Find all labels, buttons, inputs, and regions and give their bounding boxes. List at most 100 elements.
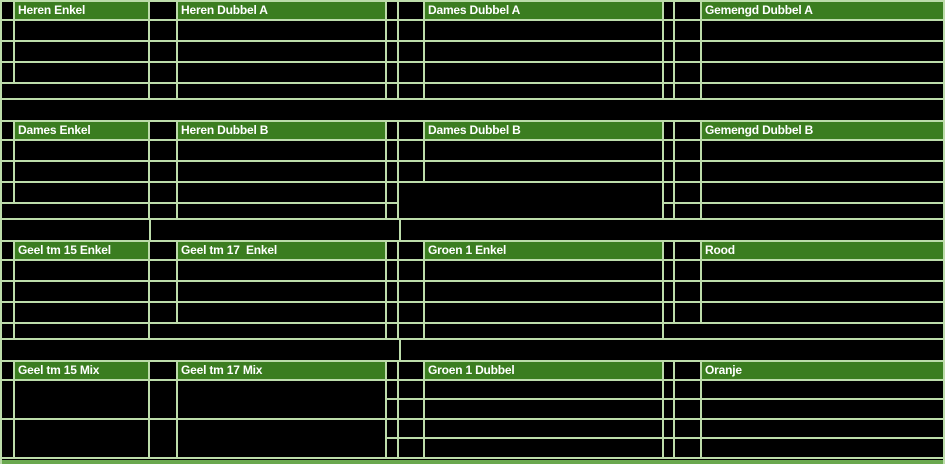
header-dames-enkel[interactable]: Dames Enkel [15,121,148,139]
seed-cell[interactable] [675,140,700,160]
entry-cell[interactable] [425,21,662,40]
spacer-cell[interactable] [387,381,397,399]
entry-cell[interactable] [178,21,385,40]
entry-cell[interactable] [702,261,943,281]
entry-cell[interactable] [425,140,662,160]
header-gemengd-dubbel-a[interactable]: Gemengd Dubbel A [702,2,943,19]
spacer-cell[interactable] [664,2,673,19]
entry-cell[interactable] [178,84,385,98]
seed-cell[interactable] [2,21,13,40]
spacer-cell[interactable] [664,121,673,139]
seed-cell[interactable] [675,182,700,202]
header-dames-dubbel-b[interactable]: Dames Dubbel B [425,121,662,139]
seed-cell[interactable] [399,439,423,458]
entry-cell[interactable] [702,420,943,438]
seed-cell[interactable] [150,121,176,139]
header-geel-tm15-enkel[interactable]: Geel tm 15 Enkel [15,242,148,260]
header-heren-enkel[interactable]: Heren Enkel [15,2,148,19]
header-heren-dubbel-b[interactable]: Heren Dubbel B [178,121,385,139]
seed-cell[interactable] [150,362,176,380]
entry-cell[interactable] [178,381,385,419]
seed-cell[interactable] [150,303,176,323]
seed-cell[interactable] [2,261,13,281]
entry-cell[interactable] [425,303,662,323]
seed-cell[interactable] [2,2,13,19]
spacer-cell[interactable] [387,439,397,458]
seed-cell[interactable] [399,161,423,181]
header-gemengd-dubbel-b[interactable]: Gemengd Dubbel B [702,121,943,139]
seed-cell[interactable] [399,324,423,339]
entry-cell[interactable] [425,324,662,339]
spacer-cell[interactable] [387,303,397,323]
entry-cell[interactable] [702,63,943,82]
seed-cell[interactable] [675,400,700,419]
seed-cell[interactable] [675,84,700,98]
entry-cell[interactable] [15,282,148,302]
entry-cell[interactable] [15,324,148,339]
spacer-cell[interactable] [664,63,673,82]
entry-cell[interactable] [425,261,662,281]
seed-cell[interactable] [675,2,700,19]
seed-cell[interactable] [399,21,423,40]
seed-cell[interactable] [675,21,700,40]
seed-cell[interactable] [675,161,700,181]
seed-cell[interactable] [150,140,176,160]
seed-cell[interactable] [2,282,13,302]
entry-cell[interactable] [702,381,943,399]
seed-cell[interactable] [399,121,423,139]
seed-cell[interactable] [399,282,423,302]
seed-cell[interactable] [150,161,176,181]
entry-cell[interactable] [15,140,148,160]
seed-cell[interactable] [2,140,13,160]
spacer-cell[interactable] [387,63,397,82]
seed-cell[interactable] [150,182,176,202]
entry-cell[interactable] [15,63,148,82]
entry-cell[interactable] [702,161,943,181]
entry-cell[interactable] [178,140,385,160]
entry-cell[interactable] [425,63,662,82]
seed-cell[interactable] [675,381,700,399]
spacer-cell[interactable] [664,84,673,98]
header-oranje[interactable]: Oranje [702,362,943,380]
spacer-cell[interactable] [387,324,397,339]
entry-cell[interactable] [15,42,148,61]
entry-cell[interactable] [702,21,943,40]
seed-cell[interactable] [399,362,423,380]
seed-cell[interactable] [675,261,700,281]
seed-cell[interactable] [150,21,176,40]
seed-cell[interactable] [150,84,176,98]
entry-cell[interactable] [702,303,943,323]
spacer-cell[interactable] [387,282,397,302]
seed-cell[interactable] [2,362,13,380]
spacer-cell[interactable] [664,242,673,260]
seed-cell[interactable] [2,42,13,61]
entry-cell[interactable] [425,400,662,419]
entry-cell[interactable] [425,439,662,458]
seed-cell[interactable] [675,439,700,458]
seed-cell[interactable] [675,203,700,218]
seed-cell[interactable] [2,63,13,82]
seed-cell[interactable] [399,303,423,323]
header-geel-tm17-mix[interactable]: Geel tm 17 Mix [178,362,385,380]
spacer-cell[interactable] [664,42,673,61]
entry-cell[interactable] [178,303,385,323]
spacer-cell[interactable] [664,161,673,181]
spacer-cell[interactable] [664,21,673,40]
entry-cell[interactable] [702,182,943,202]
spacer-cell[interactable] [664,140,673,160]
entry-cell[interactable] [702,282,943,302]
entry-cell[interactable] [702,84,943,98]
seed-cell[interactable] [399,261,423,281]
spacer-cell[interactable] [664,182,673,202]
spacer-cell[interactable] [387,182,397,202]
entry-cell[interactable] [702,203,943,218]
seed-cell[interactable] [150,42,176,61]
seed-cell[interactable] [399,84,423,98]
seed-cell[interactable] [399,381,423,399]
entry-cell[interactable] [178,282,385,302]
seed-cell[interactable] [2,303,13,323]
spacer-cell[interactable] [664,400,673,419]
spacer-cell[interactable] [664,381,673,399]
seed-cell[interactable] [2,324,13,339]
entry-cell[interactable] [178,63,385,82]
